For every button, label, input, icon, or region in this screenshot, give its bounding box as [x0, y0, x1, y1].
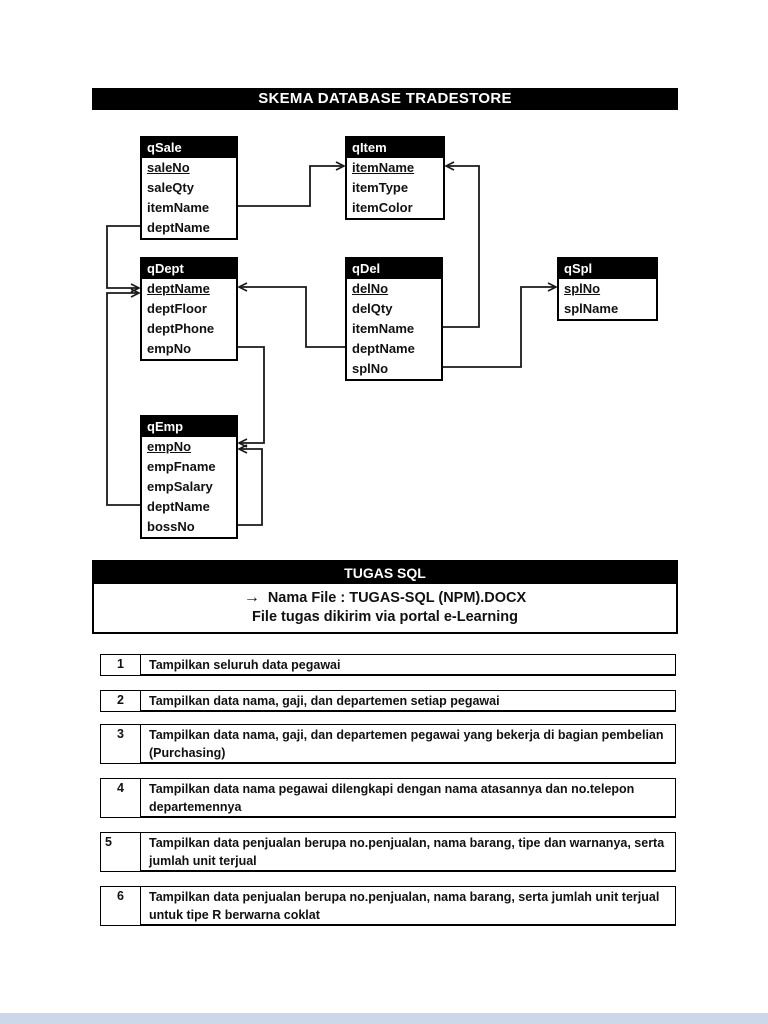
task-text: Tampilkan seluruh data pegawai: [141, 655, 675, 675]
task-number: 4: [101, 779, 141, 817]
entity-table-qSpl: qSpl splNo splName: [557, 257, 658, 321]
entity-field: itemName: [352, 321, 415, 336]
entity-field-pk: empNo: [147, 439, 192, 454]
entity-field-pk: delNo: [352, 281, 389, 296]
entity-table-header: qItem: [347, 138, 443, 158]
entity-field: itemColor: [352, 200, 413, 215]
entity-table-qDept: qDept deptName deptFloor deptPhone empNo: [140, 257, 238, 361]
task-text: Tampilkan data penjualan berupa no.penju…: [141, 887, 675, 925]
entity-table-qItem: qItem itemName itemType itemColor: [345, 136, 445, 220]
tugas-filename-line: → Nama File : TUGAS-SQL (NPM).DOCX: [94, 589, 676, 607]
entity-table-qDel: qDel delNo delQty itemName deptName splNo: [345, 257, 443, 381]
page-title: SKEMA DATABASE TRADESTORE: [92, 88, 678, 110]
right-arrow-icon: →: [243, 589, 260, 606]
entity-field: deptName: [147, 499, 210, 514]
entity-field-pk: deptName: [147, 281, 210, 296]
entity-field: splName: [564, 301, 619, 316]
entity-field: itemType: [352, 180, 409, 195]
entity-table-header: qSpl: [559, 259, 656, 279]
entity-field-pk: saleNo: [147, 160, 190, 175]
task-text: Tampilkan data nama, gaji, dan departeme…: [141, 691, 675, 711]
entity-field: splNo: [352, 361, 389, 376]
task-text: Tampilkan data nama, gaji, dan departeme…: [141, 725, 675, 763]
entity-table-header: qDept: [142, 259, 236, 279]
task-text: Tampilkan data nama pegawai dilengkapi d…: [141, 779, 675, 817]
entity-field: empSalary: [147, 479, 213, 494]
task-number: 6: [101, 887, 141, 925]
relation-line-qEmp.deptName-to-qDept.deptName: [106, 288, 141, 506]
relation-line-qDel.splNo-to-qSpl.splNo: [443, 282, 558, 368]
entity-table-header: qEmp: [142, 417, 236, 437]
task-number: 3: [101, 725, 141, 763]
entity-field: bossNo: [147, 519, 195, 534]
entity-table-header: qDel: [347, 259, 441, 279]
entity-table-qSale: qSale saleNo saleQty itemName deptName: [140, 136, 238, 240]
viewer-footer-strip: [0, 1013, 768, 1024]
task-number: 2: [101, 691, 141, 711]
entity-field: deptName: [352, 341, 415, 356]
relation-line-qSale.deptName-to-qDept.deptName: [106, 225, 141, 293]
relation-line-qDel.deptName-to-qDept.deptName: [237, 282, 345, 348]
tugas-sql-title: TUGAS SQL: [94, 562, 676, 584]
entity-table-qEmp: qEmp empNo empFname empSalary deptName bossNo: [140, 415, 238, 539]
task-number: 5: [101, 833, 141, 871]
task-number: 1: [101, 655, 141, 675]
relation-line-qDel.itemName-to-qItem.itemName: [443, 161, 480, 328]
tugas-note-line: File tugas dikirim via portal e-Learning: [252, 609, 518, 625]
entity-field-pk: splNo: [564, 281, 601, 296]
entity-field: saleQty: [147, 180, 194, 195]
entity-field: empNo: [147, 341, 192, 356]
entity-table-header: qSale: [142, 138, 236, 158]
relation-line-qSale.itemName-to-qItem.itemName: [238, 161, 346, 207]
task-text: Tampilkan data penjualan berupa no.penju…: [141, 833, 675, 871]
entity-field-pk: itemName: [352, 160, 415, 175]
file-label: Nama File :: [267, 590, 346, 606]
entity-field: empFname: [147, 459, 216, 474]
entity-field: deptPhone: [147, 321, 215, 336]
entity-field: delQty: [352, 301, 393, 316]
entity-field: deptName: [147, 220, 210, 235]
entity-field: deptFloor: [147, 301, 207, 316]
relation-line-qDept.empNo-to-qEmp.empNo: [237, 346, 265, 448]
tugas-sql-box: TUGAS SQL → Nama File : TUGAS-SQL (NPM).D…: [92, 560, 678, 634]
entity-field: itemName: [147, 200, 210, 215]
file-name: TUGAS-SQL (NPM).DOCX: [349, 590, 527, 606]
relation-line-qEmp.bossNo-to-qEmp.empNo: [237, 444, 263, 526]
